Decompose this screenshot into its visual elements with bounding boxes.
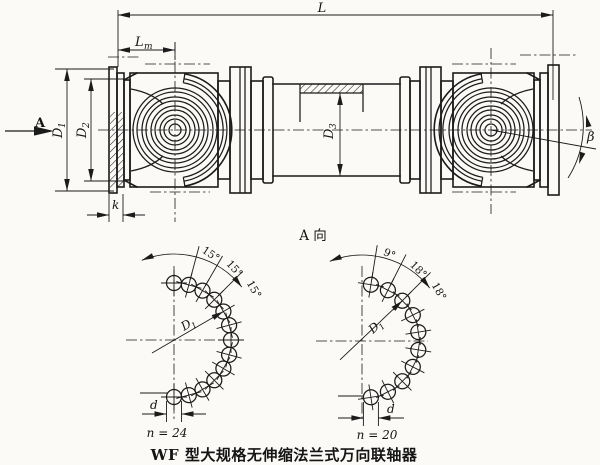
section-view-label: A 向 <box>298 228 327 244</box>
angle-label: 15° <box>224 258 245 280</box>
bolt-hole <box>211 357 235 380</box>
dim-label-D3-sub: 3 <box>329 123 339 129</box>
arrowhead-icon <box>118 47 130 53</box>
bolt-hole <box>204 370 224 390</box>
bolt-view-left: 15° 15° 15° D 1 <box>126 244 263 440</box>
bolt-circle-dia-sub: 1 <box>377 322 387 332</box>
hole-count-label: n = 24 <box>147 426 188 440</box>
bolt-holes <box>161 270 244 410</box>
bolt-hole <box>357 271 384 298</box>
bolt-hole <box>357 384 384 411</box>
dim-k: k <box>87 194 145 222</box>
arrowhead-icon <box>97 212 109 218</box>
dim-label-D3: D <box>322 128 337 140</box>
arrowhead-icon <box>378 415 391 421</box>
left-yoke <box>129 72 233 188</box>
dim-label-D2: D <box>75 127 90 139</box>
bolt-hole <box>176 272 202 298</box>
arrowhead-icon <box>123 212 135 218</box>
dim-label-D2-sub: 2 <box>82 122 92 129</box>
arrowhead-icon <box>541 12 553 18</box>
right-end-flange <box>525 64 560 196</box>
dim-label-D1: D <box>51 127 66 139</box>
view-arrow-label: A <box>34 116 46 131</box>
dim-label-beta: β <box>586 130 595 145</box>
arrowhead-icon <box>88 169 94 181</box>
arrowhead-icon <box>64 69 70 81</box>
angle-label: 9° <box>381 246 397 262</box>
dim-D3: D 3 <box>322 93 343 176</box>
arrowhead-icon <box>328 254 342 264</box>
arrowhead-icon <box>64 179 70 191</box>
angle-label: 15° <box>200 244 222 264</box>
left-bearing-rings <box>132 87 218 173</box>
dim-Lm: L m <box>118 35 176 60</box>
dim-D1: D 1 <box>51 68 114 192</box>
dim-label-k: k <box>112 198 119 212</box>
hole-count-label: n = 20 <box>357 428 398 442</box>
arrowhead-icon <box>351 415 364 421</box>
arrowhead-icon <box>337 93 343 105</box>
arrowhead-icon <box>118 12 130 18</box>
hole-dia-label: d <box>387 402 395 416</box>
beta-angle-annotation: β <box>490 96 597 179</box>
right-flange-pair <box>399 66 442 194</box>
tube-section-hatch <box>300 84 363 93</box>
tube <box>272 83 401 177</box>
arrowhead-icon <box>583 114 592 128</box>
bolt-circle-dia-sub: 1 <box>190 320 199 330</box>
bolt-hole <box>176 382 202 408</box>
dim-label-L: L <box>317 1 327 16</box>
arrowhead-icon <box>163 47 175 53</box>
dim-label-Lm: L <box>134 35 144 50</box>
hole-dia-label: d <box>150 398 158 412</box>
coupling-main-view <box>108 64 560 196</box>
left-flange-pair <box>229 66 274 194</box>
view-direction-arrow: A <box>5 116 54 136</box>
dim-label-Lm-sub: m <box>144 42 153 52</box>
bolt-hole <box>161 384 187 410</box>
bolt-hole <box>216 342 242 368</box>
bolt-hole <box>191 377 214 401</box>
drawing-caption: WF 型大规格无伸缩法兰式万向联轴器 <box>150 446 418 464</box>
dim-D2: D 2 <box>75 78 126 182</box>
centerlines <box>98 42 592 222</box>
bolt-view-right: 9° 18° 18° D 1 d n = 2 <box>316 245 448 442</box>
dim-L: L <box>117 1 554 100</box>
flange-section-hatch <box>110 112 123 188</box>
arrowhead-icon <box>337 164 343 176</box>
dim-label-D1-sub: 1 <box>58 122 68 128</box>
arrowhead-icon <box>154 411 167 417</box>
bolt-holes <box>357 271 432 411</box>
arrowhead-icon <box>140 253 154 263</box>
arrowhead-icon <box>181 411 194 417</box>
angle-label: 18° <box>429 280 449 302</box>
arrowhead-icon <box>88 79 94 91</box>
right-bearing-rings <box>448 87 534 173</box>
angle-label: 15° <box>244 278 264 300</box>
